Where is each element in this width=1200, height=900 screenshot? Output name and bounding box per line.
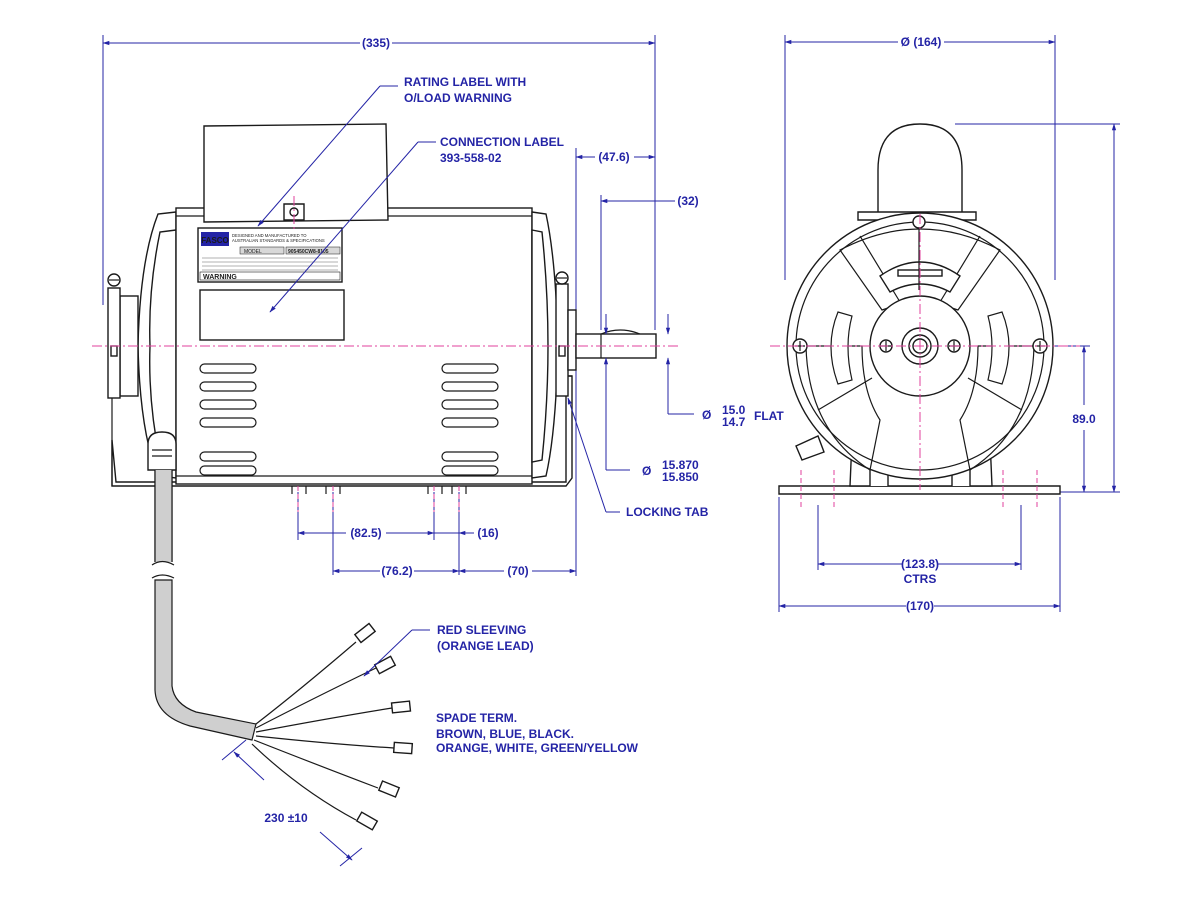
dim-82-5: (82.5)	[350, 526, 381, 540]
label-model-no: 905450CW8-8105	[288, 249, 329, 255]
dim-shaft-extension: (47.6)	[598, 150, 629, 164]
dim-overall-length: (335)	[362, 36, 390, 50]
vent-slots-left	[199, 363, 257, 476]
terminal-box	[203, 123, 389, 223]
side-view: FASCO DESIGNED AND MANUFACTURED TO AUSTR…	[92, 35, 784, 578]
dim-shaft-height: 89.0	[1072, 412, 1096, 426]
flat-word: FLAT	[754, 409, 784, 423]
fasco-brand: FASCO	[201, 236, 229, 245]
note-locking-tab: LOCKING TAB	[626, 505, 709, 519]
end-terminal-box	[877, 123, 963, 221]
cable-lower	[154, 579, 257, 741]
note-spade-2: BROWN, BLUE, BLACK.	[436, 727, 574, 741]
note-connection-2: 393-558-02	[440, 151, 502, 165]
shaft-dia-upper: 15.870	[662, 458, 699, 472]
note-connection-1: CONNECTION LABEL	[440, 135, 564, 149]
spade-terminals	[353, 622, 414, 831]
shaft-dia-symbol: Ø	[642, 464, 651, 478]
note-rating-1: RATING LABEL WITH	[404, 75, 526, 89]
flat-dia-upper: 15.0	[722, 403, 746, 417]
dim-ctrs-value: (123.8)	[901, 557, 939, 571]
front-bracket	[555, 283, 569, 397]
dim-lead-length: 230 ±10	[264, 811, 308, 825]
cable-gland	[147, 431, 177, 471]
fasco-logo	[201, 232, 229, 246]
dim-base-width: (170)	[906, 599, 934, 613]
dim-16: (16)	[477, 526, 498, 540]
label-line2: AUSTRALIAN STANDARDS & SPECIFICATIONS	[232, 238, 325, 243]
flat-dia-symbol: Ø	[702, 408, 711, 422]
dim-76-2: (76.2)	[381, 564, 412, 578]
note-red-sleeving-1: RED SLEEVING	[437, 623, 526, 637]
dim-ctrs-word: CTRS	[904, 572, 937, 586]
label-warning: WARNING	[203, 274, 237, 281]
dim-flat-length: (32)	[677, 194, 698, 208]
dim-diameter-164: Ø (164)	[901, 35, 942, 49]
vent-slots-right	[441, 363, 499, 476]
dim-70: (70)	[507, 564, 528, 578]
locking-tab	[567, 309, 577, 371]
note-spade-1: SPADE TERM.	[436, 711, 517, 725]
end-view: Ø (164) 89.0 (123.8) CTRS (170)	[770, 35, 1120, 613]
label-line1: DESIGNED AND MANUFACTURED TO	[232, 233, 307, 238]
cable-and-leads: RED SLEEVING (ORANGE LEAD) SPADE TERM. B…	[151, 470, 639, 867]
note-rating-2: O/LOAD WARNING	[404, 91, 512, 105]
flat-dia-lower: 14.7	[722, 415, 746, 429]
note-red-sleeving-2: (ORANGE LEAD)	[437, 639, 534, 653]
note-spade-3: ORANGE, WHITE, GREEN/YELLOW	[436, 741, 639, 755]
connection-label	[199, 289, 345, 341]
label-model-word: MODEL	[244, 249, 262, 255]
rear-bracket-left	[107, 287, 121, 399]
cable-upper	[155, 470, 172, 562]
shaft-dia-lower: 15.850	[662, 470, 699, 484]
